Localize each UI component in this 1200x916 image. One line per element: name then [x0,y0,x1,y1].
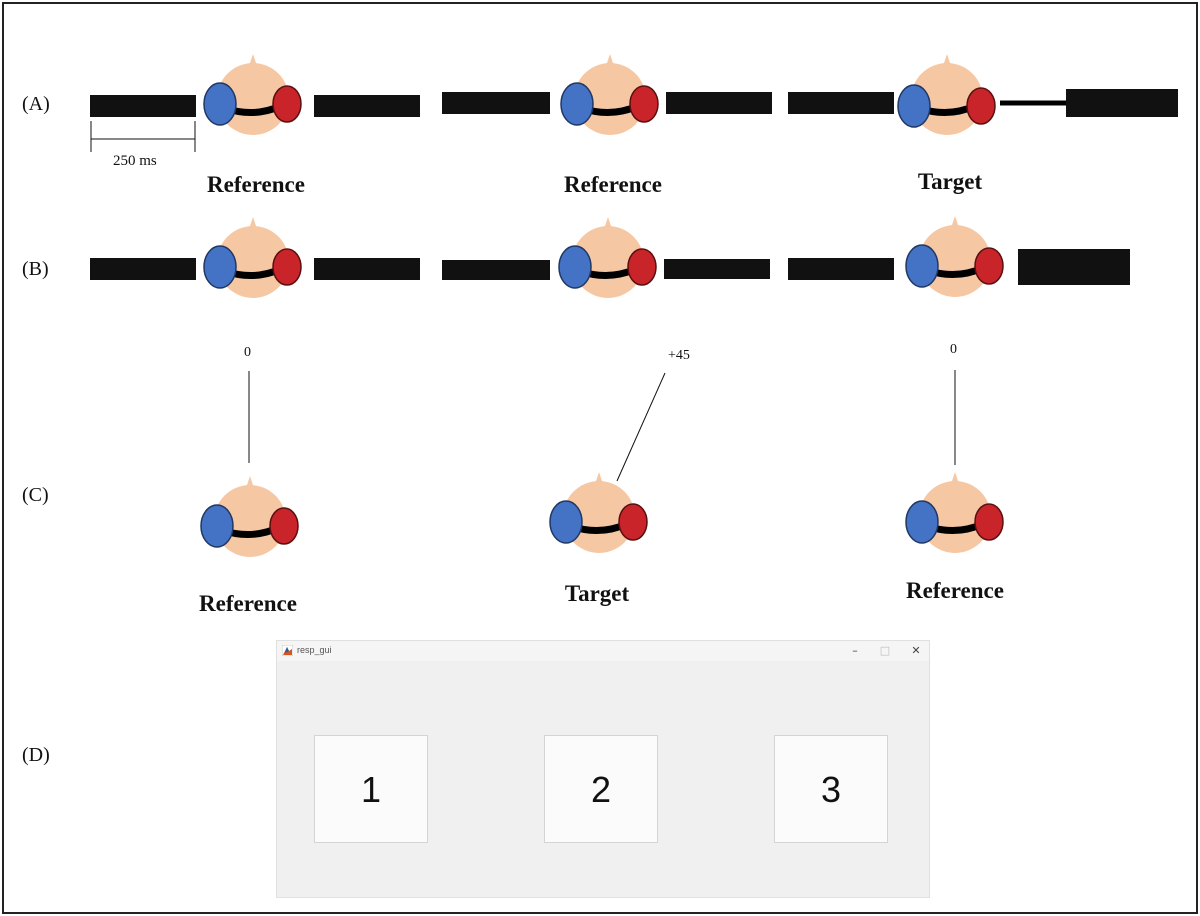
condition-label: Target [564,581,630,606]
app-icon [282,645,293,656]
angle-label: 0 [244,345,251,360]
head-icon [203,217,302,298]
noise-burst [664,259,770,279]
noise-burst [314,95,420,117]
noise-burst [666,92,772,114]
head-icon [897,54,996,135]
noise-burst [1018,249,1130,285]
angle-label: +45 [668,348,690,363]
condition-label: Reference [199,591,297,616]
response-button-2[interactable]: 2 [544,735,658,843]
condition-label: Reference [207,172,305,197]
response-button-1[interactable]: 1 [314,735,428,843]
row-label-b: (B) [22,258,49,280]
condition-label: Reference [564,172,662,197]
window-title: resp_gui [297,645,332,655]
close-button[interactable]: ✕ [911,644,921,657]
noise-burst [788,92,894,114]
row-label-d: (D) [22,744,50,766]
head-icon [905,216,1004,297]
head-icon [560,54,659,135]
condition-label: Target [917,169,983,194]
head-icon [558,217,657,298]
row-label-a: (A) [22,93,50,115]
window-titlebar[interactable]: resp_gui – □ ✕ [277,641,929,661]
minimize-button[interactable]: – [852,644,858,657]
maximize-button[interactable]: □ [879,644,891,657]
head-icon [905,472,1004,553]
noise-burst [1066,89,1178,117]
noise-burst [442,92,550,114]
head-icon [549,472,648,553]
noise-burst [788,258,894,280]
response-button-3[interactable]: 3 [774,735,888,843]
noise-burst [90,95,196,117]
noise-burst [314,258,420,280]
head-icon [203,54,302,135]
angle-label: 0 [950,342,957,357]
condition-label: Reference [906,578,1004,603]
head-icon [200,476,299,557]
noise-burst [442,260,550,280]
scale-bar-label: 250 ms [113,153,157,169]
noise-burst [90,258,196,280]
response-window: resp_gui – □ ✕ 1 2 3 [276,640,930,898]
row-label-c: (C) [22,484,49,506]
